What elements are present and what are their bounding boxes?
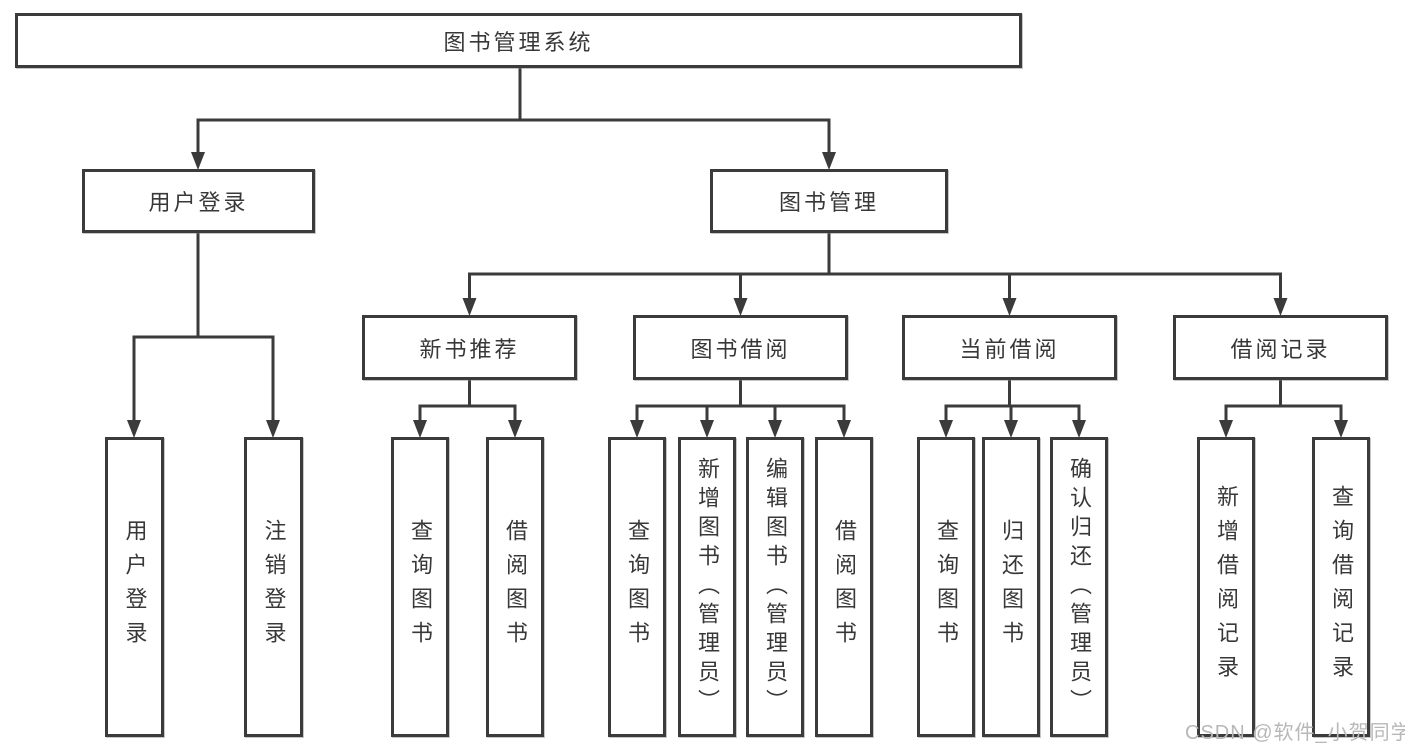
connector-new-book-split	[418, 404, 517, 420]
arrowhead	[508, 420, 522, 438]
leaf-borrow-book-1: 借阅图书	[486, 437, 544, 737]
arrowhead	[939, 420, 953, 438]
node-label: 借阅图书	[832, 519, 857, 655]
node-borrow-record: 借阅记录	[1173, 315, 1388, 380]
node-label: 确认归还（管理员）	[1067, 456, 1092, 718]
connector-root-split	[196, 118, 831, 152]
node-user-login: 用户登录	[82, 169, 315, 233]
arrowhead	[462, 298, 477, 316]
node-label: 借阅记录	[1230, 336, 1331, 362]
arrowhead	[630, 420, 644, 438]
node-label: 新增借阅记录	[1214, 485, 1239, 689]
node-label: 查询借阅记录	[1329, 485, 1354, 689]
leaf-query-book-1: 查询图书	[391, 437, 449, 737]
node-label: 编辑图书（管理员）	[763, 456, 788, 718]
node-label: 查询图书	[934, 519, 959, 655]
leaf-user-login: 用户登录	[105, 437, 164, 737]
arrowhead	[837, 420, 851, 438]
leaf-edit-book-admin: 编辑图书（管理员）	[746, 437, 804, 737]
node-book-borrow: 图书借阅	[633, 315, 848, 380]
arrowhead	[1273, 298, 1288, 316]
arrowhead	[1004, 420, 1018, 438]
arrowhead	[413, 420, 427, 438]
node-label: 归还图书	[999, 519, 1024, 655]
arrowhead	[127, 420, 141, 438]
node-label: 查询图书	[408, 519, 433, 655]
connector-user-login-split	[132, 335, 275, 420]
node-label: 用户登录	[122, 519, 148, 655]
leaf-return-book: 归还图书	[982, 437, 1040, 737]
node-book-management: 图书管理	[710, 169, 948, 233]
arrowhead	[1219, 420, 1233, 438]
arrowhead	[733, 298, 748, 316]
leaf-borrow-book-2: 借阅图书	[815, 437, 873, 737]
connector-borrow-record-split	[1224, 404, 1343, 420]
arrowhead	[266, 420, 280, 438]
node-label: 注销登录	[261, 519, 287, 655]
arrowhead	[191, 152, 205, 170]
leaf-query-book-2: 查询图书	[608, 437, 666, 737]
node-root-system: 图书管理系统	[15, 13, 1022, 68]
leaf-add-book-admin: 新增图书（管理员）	[678, 437, 736, 737]
node-label: 用户登录	[148, 190, 249, 215]
node-label: 图书借阅	[690, 336, 791, 362]
csdn-watermark: CSDN @软件_小贺同学	[1185, 722, 1405, 744]
node-label: 查询图书	[625, 519, 650, 655]
leaf-add-borrow-record: 新增借阅记录	[1197, 437, 1255, 737]
connector-book-mgmt-split	[468, 272, 1282, 298]
arrowhead	[822, 152, 836, 170]
leaf-confirm-return-admin: 确认归还（管理员）	[1050, 437, 1108, 737]
arrowhead	[1072, 420, 1086, 438]
leaf-query-borrow-record: 查询借阅记录	[1312, 437, 1370, 737]
node-label: 新书推荐	[419, 336, 520, 362]
arrowhead	[768, 420, 782, 438]
node-label: 当前借阅	[959, 336, 1060, 362]
node-label: 借阅图书	[503, 519, 528, 655]
leaf-query-book-3: 查询图书	[917, 437, 975, 737]
leaf-logout: 注销登录	[244, 437, 303, 737]
node-current-borrow: 当前借阅	[902, 315, 1117, 380]
node-new-book-recommend: 新书推荐	[362, 315, 577, 380]
arrowhead	[1002, 298, 1017, 316]
node-label: 图书管理系统	[443, 29, 594, 55]
node-label: 图书管理	[778, 190, 879, 215]
arrowhead	[700, 420, 714, 438]
arrowhead	[1334, 420, 1348, 438]
connector-book-borrow-split	[635, 404, 846, 420]
node-label: 新增图书（管理员）	[695, 456, 720, 718]
